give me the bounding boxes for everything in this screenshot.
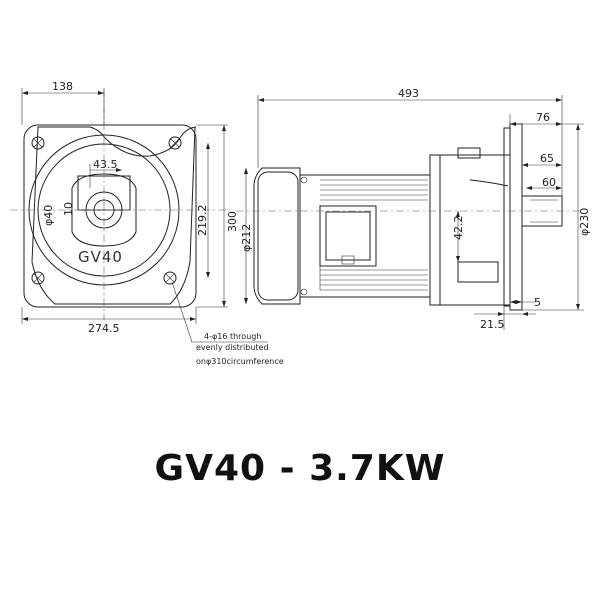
hub-boss — [71, 173, 137, 247]
dim-key: 10 — [62, 202, 75, 216]
dim-300: 300 — [226, 211, 239, 232]
model-label: GV40 — [78, 248, 123, 266]
technical-drawing: 138 274.5 300 219.2 43.5 φ40 10 GV40 — [10, 80, 591, 366]
bolt-holes — [31, 136, 182, 285]
fan-cover-inner — [257, 171, 299, 301]
dim-274-5: 274.5 — [88, 322, 120, 335]
dim-65: 65 — [540, 152, 554, 165]
flange-rect — [23, 124, 197, 308]
dim-21-5: 21.5 — [480, 318, 505, 331]
fan-cover — [253, 167, 301, 305]
gearbox-curve — [469, 179, 509, 187]
note-line-3: onφ310circumference — [196, 357, 284, 366]
output-flange-lip — [503, 127, 511, 307]
terminal-box — [319, 205, 377, 267]
dim-138: 138 — [52, 80, 73, 93]
dim-5: 5 — [534, 296, 541, 309]
dim-493: 493 — [398, 87, 419, 100]
dim-76: 76 — [536, 111, 550, 124]
front-view: 138 274.5 300 219.2 43.5 φ40 10 GV40 — [10, 80, 284, 366]
dim-shaft-dia: φ40 — [42, 205, 55, 226]
gearbox-plug — [457, 147, 481, 159]
dim-43-5: 43.5 — [93, 158, 118, 171]
dim-phi-230: φ230 — [578, 208, 591, 236]
flange-outline — [31, 126, 197, 305]
terminal-box-inner — [325, 211, 371, 261]
side-view: 493 76 65 60 φ230 φ212 42.2 — [236, 87, 591, 331]
product-title: GV40 - 3.7KW — [154, 448, 446, 489]
gearbox-base — [457, 261, 499, 283]
output-flange — [509, 123, 523, 311]
dim-219-2: 219.2 — [196, 205, 209, 237]
dim-42-2: 42.2 — [452, 216, 465, 241]
terminal-connector — [341, 255, 355, 265]
dim-phi-212: φ212 — [240, 224, 253, 252]
dim-60: 60 — [542, 176, 556, 189]
cooling-fins — [319, 179, 428, 291]
note-line-2: evenly distributed — [196, 343, 269, 352]
note-line-1: 4-φ16 through — [204, 332, 261, 341]
